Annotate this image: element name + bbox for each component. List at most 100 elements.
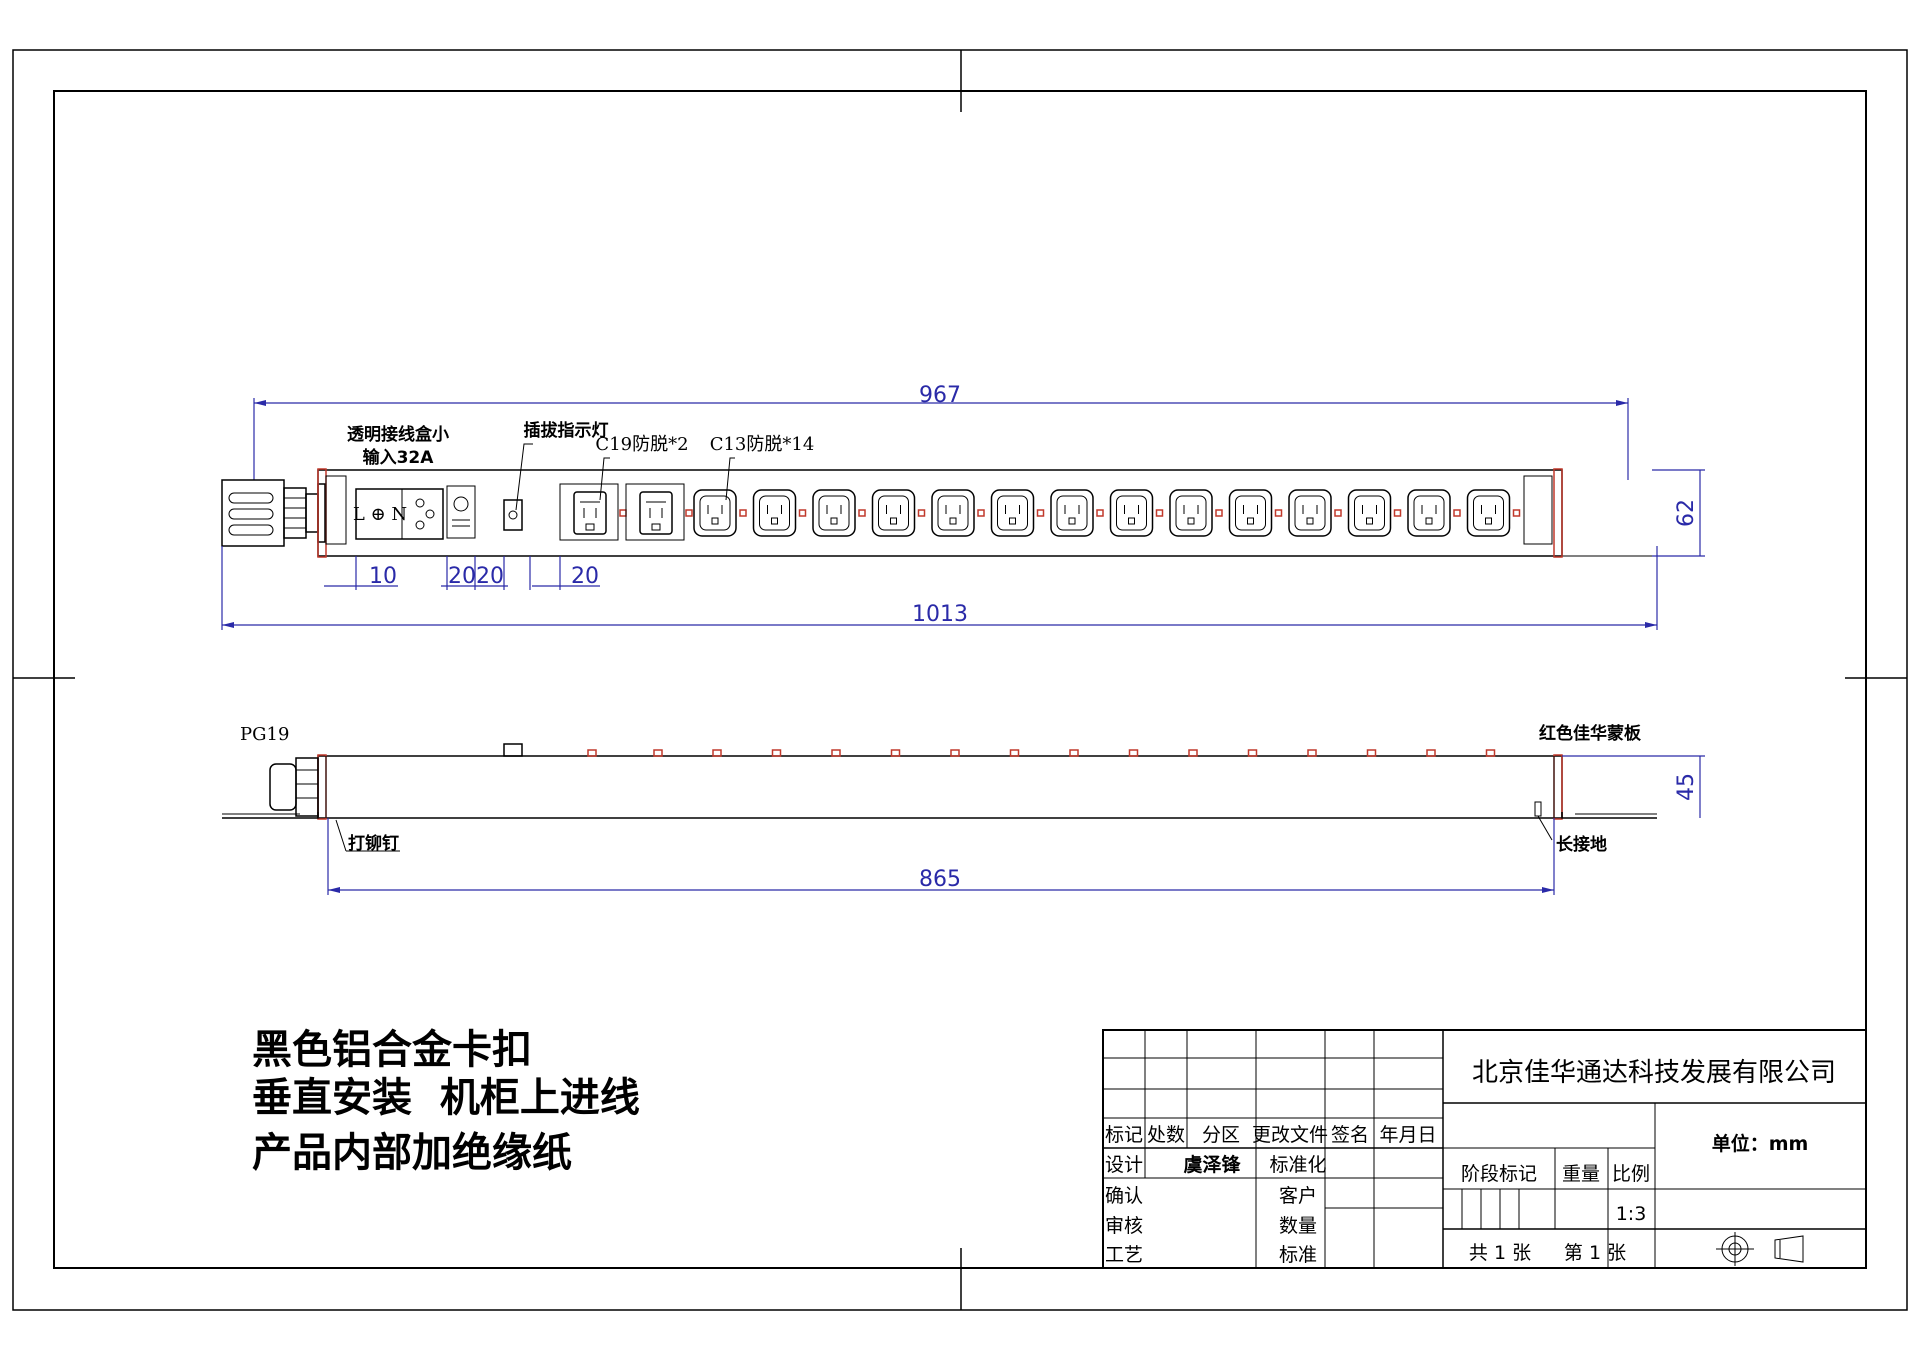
separator-mark [858, 509, 866, 517]
side-body [317, 755, 1563, 819]
separator-mark [1453, 509, 1461, 517]
c13-outlet [1169, 489, 1213, 537]
tb-designer-name: 虞泽锋 [1183, 1153, 1241, 1176]
callout-indicator: 插拔指示灯 [524, 420, 609, 441]
callout-faceplate: 红色佳华蒙板 [1539, 723, 1642, 744]
tb-header-mark: 标记 [1105, 1124, 1143, 1146]
note-3: 产品内部加绝缘纸 [252, 1129, 572, 1176]
notes: 黑色铝合金卡扣 垂直安装 机柜上进线 产品内部加绝缘纸 [252, 1026, 640, 1176]
c13-outlet [752, 489, 797, 537]
tb-header-count: 处数 [1147, 1124, 1185, 1146]
tb-design-label: 设计 [1105, 1154, 1143, 1176]
tb-unit: 单位：mm [1712, 1132, 1809, 1155]
junction-box: L ⊕ N [353, 488, 444, 540]
tb-weight: 重量 [1562, 1163, 1600, 1185]
tb-customer: 客户 [1279, 1185, 1317, 1207]
tb-scale-value: 1:3 [1616, 1203, 1647, 1225]
right-endcap [1553, 468, 1563, 558]
svg-text:L ⊕ N: L ⊕ N [353, 504, 407, 525]
side-latch [890, 749, 901, 757]
side-latch [1069, 749, 1079, 757]
c13-outlet [1466, 489, 1511, 537]
side-latch [831, 749, 841, 757]
dim-10: 10 [369, 564, 397, 589]
side-latch [1485, 749, 1496, 757]
separator-mark [1512, 509, 1521, 517]
dim-45: 45 [1674, 773, 1699, 801]
separator-mark [1274, 509, 1283, 517]
separator-mark [1393, 509, 1402, 517]
side-latch [950, 749, 960, 757]
side-latch [771, 749, 782, 757]
c13-outlet [931, 489, 975, 537]
tb-standardization: 标准化 [1269, 1154, 1326, 1176]
side-latch [653, 749, 663, 757]
title-block: 标记 处数 分区 更改文件 签名 年月日 设计 虞泽锋 标准化 确认 审核 工艺… [1102, 1029, 1867, 1269]
right-side-bracket [1561, 812, 1657, 819]
tb-scale-label: 比例 [1612, 1163, 1650, 1185]
side-view: 45 865 PG19 红色佳华蒙板 打铆钉 长接地 [222, 723, 1705, 895]
note-2: 垂直安装 机柜上进线 [252, 1074, 640, 1121]
side-latch [587, 749, 597, 757]
drawing-frame [53, 90, 1867, 1269]
side-latch [1307, 749, 1317, 757]
tb-standard: 标准 [1279, 1244, 1317, 1266]
c13-outlet [1050, 489, 1094, 537]
side-indicator [503, 743, 523, 757]
separator-mark [1215, 509, 1223, 517]
tb-company-name: 北京佳华通达科技发展有限公司 [1472, 1058, 1836, 1088]
tb-confirm: 确认 [1105, 1185, 1143, 1207]
separator-mark [1155, 509, 1164, 517]
c13-outlet [990, 489, 1035, 537]
dim-865: 865 [919, 867, 961, 892]
tb-review: 审核 [1105, 1215, 1143, 1237]
tb-sheet-number: 第 1 张 [1564, 1242, 1626, 1264]
tb-header-sign: 签名 [1331, 1124, 1369, 1146]
tb-header-change: 更改文件 [1252, 1124, 1328, 1146]
side-latch [1426, 749, 1436, 757]
indicator-light [503, 499, 523, 531]
tb-stage-mark: 阶段标记 [1461, 1163, 1537, 1185]
tb-header-zone: 分区 [1202, 1124, 1240, 1146]
side-cable-gland [269, 757, 319, 817]
separator-mark [1096, 509, 1104, 517]
dim-967: 967 [919, 383, 961, 408]
side-latch [1128, 749, 1139, 757]
c13-outlet [812, 489, 856, 537]
c13-outlet [871, 489, 916, 537]
dim-20: 20 [571, 564, 599, 589]
callout-junction-box-line2: 输入32A [363, 447, 435, 468]
outlet-group [559, 483, 1521, 541]
tb-sheets-total: 共 1 张 [1469, 1242, 1531, 1264]
left-side-bracket [222, 812, 319, 819]
c13-outlet [1288, 489, 1332, 537]
callout-ground: 长接地 [1556, 834, 1607, 855]
outlet-latch-group [587, 749, 1496, 757]
left-bracket [221, 479, 285, 547]
ground-stud [1534, 801, 1542, 817]
dim-1013: 1013 [912, 602, 968, 627]
separator-mark [619, 509, 627, 517]
callout-c13: C13防脱*14 [710, 434, 815, 455]
callout-c19: C19防脱*2 [595, 434, 688, 455]
side-latch [1009, 749, 1020, 757]
side-latch [712, 749, 722, 757]
tb-quantity: 数量 [1279, 1215, 1317, 1237]
c19-outlet [559, 483, 619, 541]
side-latch [1188, 749, 1198, 757]
c13-outlet [1228, 489, 1273, 537]
c19-outlet [625, 483, 685, 541]
front-view: 967 L ⊕ N [221, 383, 1705, 630]
tb-process: 工艺 [1105, 1244, 1143, 1266]
c13-outlet [693, 489, 737, 537]
tb-header-date: 年月日 [1379, 1124, 1436, 1146]
side-latch [1366, 749, 1377, 757]
separator-mark [798, 509, 807, 517]
separator-mark [739, 509, 747, 517]
side-latch [1247, 749, 1258, 757]
separator-mark [917, 509, 926, 517]
dim-62: 62 [1674, 499, 1699, 527]
note-1: 黑色铝合金卡扣 [252, 1026, 532, 1073]
callout-junction-box-line1: 透明接线盒小 [347, 424, 449, 445]
